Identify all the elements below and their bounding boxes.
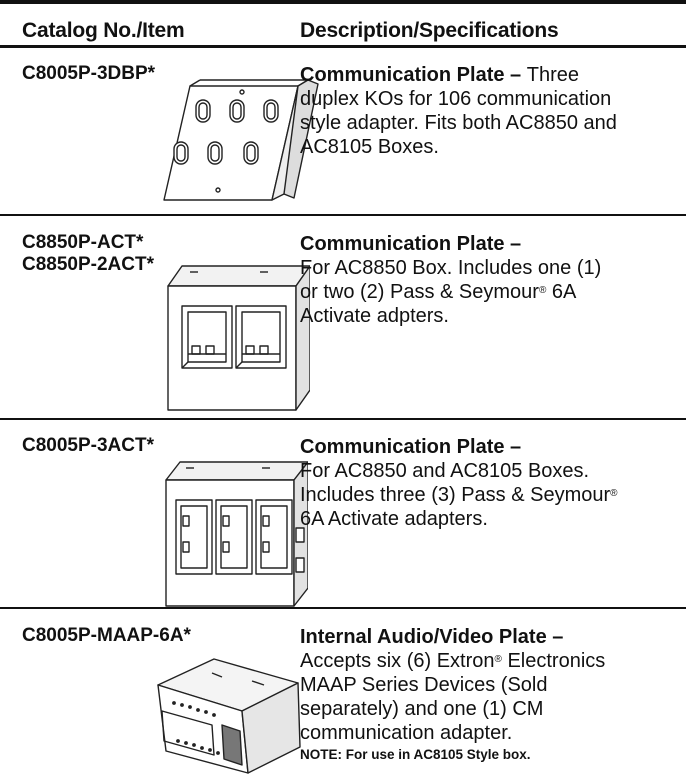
registered-mark: ® xyxy=(494,654,502,665)
description-line: For AC8850 and AC8105 Boxes. xyxy=(300,460,590,482)
item-description: Communication Plate – Three duplex KOs f… xyxy=(300,63,686,159)
table-row: C8850P-ACT* C8850P-2ACT* xyxy=(0,216,686,418)
item-description: Internal Audio/Video Plate – Accepts six… xyxy=(300,625,686,765)
description-line: AC8105 Boxes. xyxy=(300,136,439,158)
catalog-number: C8005P-3ACT* xyxy=(22,435,154,456)
three-activate-plate-illustration xyxy=(158,458,308,608)
description-column-header: Description/Specifications xyxy=(300,19,559,42)
item-title: Communication Plate xyxy=(300,64,505,86)
item-description: Communication Plate – For AC8850 and AC8… xyxy=(300,435,686,531)
description-line: Activate adpters. xyxy=(300,305,449,327)
usage-note: NOTE: For use in AC8105 Style box. xyxy=(300,747,531,762)
row-divider xyxy=(0,214,686,216)
registered-mark: ® xyxy=(610,488,618,499)
catalog-number: C8850P-2ACT* xyxy=(22,254,154,275)
catalog-number: C8005P-3DBP* xyxy=(22,63,156,84)
table-row: C8005P-3ACT* xyxy=(0,420,686,607)
two-activate-plate-illustration xyxy=(160,262,310,412)
row-divider xyxy=(0,418,686,420)
table-row: C8005P-3DBP* xyxy=(0,48,686,214)
top-rule xyxy=(0,0,686,4)
item-title: Communication Plate xyxy=(300,233,505,255)
three-duplex-plate-illustration xyxy=(150,78,330,203)
item-description: Communication Plate – For AC8850 Box. In… xyxy=(300,232,686,328)
registered-mark: ® xyxy=(538,285,547,296)
item-title: Internal Audio/Video Plate xyxy=(300,626,547,648)
item-title-tail: Three xyxy=(526,64,579,86)
catalog-number: C8850P-ACT* xyxy=(22,232,144,253)
description-line: Accepts six (6) Extron® Electronics xyxy=(300,650,606,672)
item-title: Communication Plate xyxy=(300,436,505,458)
description-line: For AC8850 Box. Includes one (1) xyxy=(300,257,602,279)
description-line: 6A Activate adapters. xyxy=(300,508,488,530)
description-line: MAAP Series Devices (Sold xyxy=(300,674,548,696)
table-row: C8005P-MAAP-6A* xyxy=(0,609,686,783)
description-line: or two (2) Pass & Seymour® 6A xyxy=(300,281,577,303)
description-line: separately) and one (1) CM xyxy=(300,698,544,720)
audio-video-plate-illustration xyxy=(152,655,302,783)
description-line: style adapter. Fits both AC8850 and xyxy=(300,112,617,134)
header-rule xyxy=(0,45,686,48)
row-divider xyxy=(0,607,686,609)
description-line: Includes three (3) Pass & Seymour® xyxy=(300,484,618,506)
description-line: duplex KOs for 106 communication xyxy=(300,88,612,110)
catalog-number: C8005P-MAAP-6A* xyxy=(22,625,191,646)
table-header: Catalog No./Item Description/Specificati… xyxy=(0,0,686,46)
description-line: communication adapter. xyxy=(300,722,513,744)
catalog-column-header: Catalog No./Item xyxy=(22,19,185,42)
